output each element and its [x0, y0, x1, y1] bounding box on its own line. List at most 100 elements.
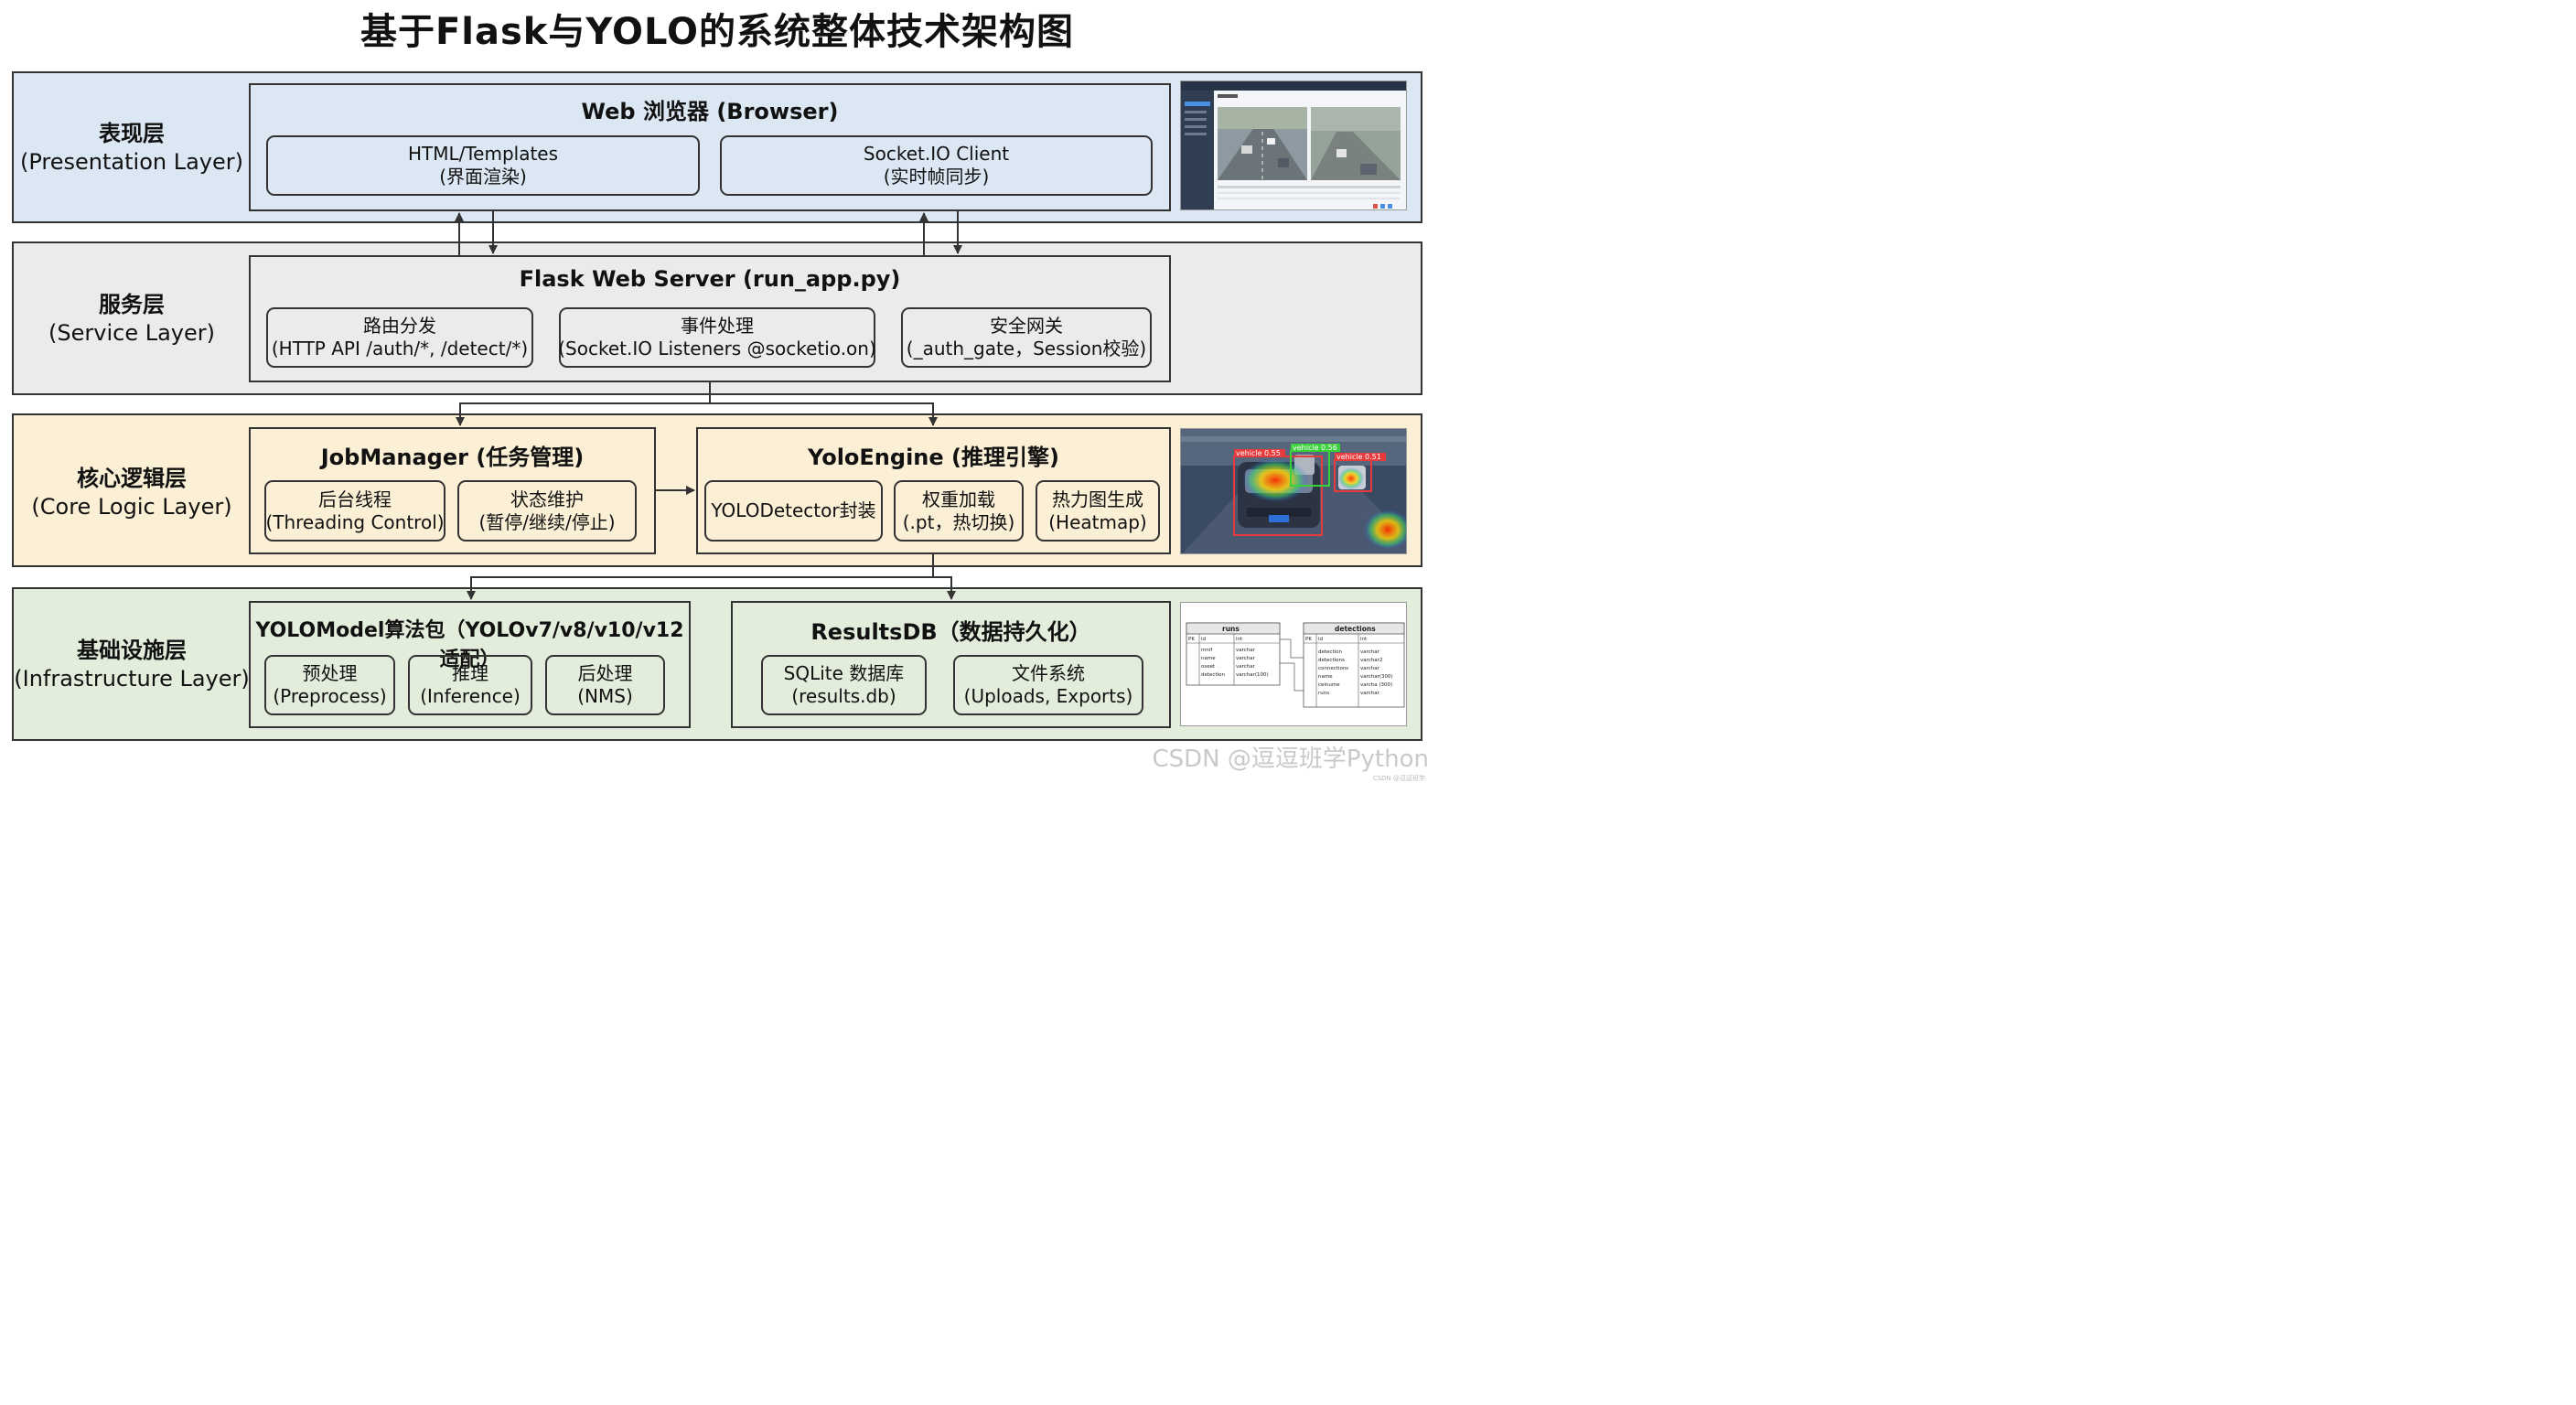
detections-row-4-field: name — [1318, 674, 1333, 680]
background-thread-box: 后台线程 (Threading Control) — [264, 480, 445, 542]
detections-row-4-type: varchar(300) — [1360, 674, 1393, 680]
runs-row-4-type: varchar(100) — [1236, 672, 1269, 678]
infrastructure-layer-zh: 基础设施层 — [77, 638, 187, 663]
jobmanager-title: JobManager (任务管理) — [320, 445, 585, 470]
inference-line1: 推理 — [452, 662, 488, 684]
runs-row-2-field: name — [1201, 656, 1216, 661]
security-gateway-line2: (_auth_gate，Session校验) — [906, 338, 1147, 359]
yoloengine-panel: YoloEngine (推理引擎) — [696, 427, 1171, 554]
inference-line2: (Inference) — [420, 685, 521, 707]
db-schema-image: runs PK id int mnif varchar name varchar… — [1186, 622, 1405, 708]
preprocess-line1: 预处理 — [302, 662, 358, 684]
file-system-box: 文件系统 (Uploads, Exports) — [953, 655, 1143, 715]
event-handling-line2: (Socket.IO Listeners @socketio.on) — [558, 338, 876, 359]
presentation-layer-en: (Presentation Layer) — [20, 149, 243, 175]
infrastructure-layer-label: 基础设施层 (Infrastructure Layer) — [14, 637, 250, 693]
detection-label-1: vehicle 0.55 — [1236, 449, 1281, 457]
inference-box: 推理 (Inference) — [408, 655, 532, 715]
weight-loading-line2: (.pt，热切换) — [902, 510, 1015, 533]
infrastructure-layer-en: (Infrastructure Layer) — [14, 666, 250, 692]
browser-title: Web 浏览器 (Browser) — [581, 99, 839, 124]
runs-row-3-field: oseet — [1201, 664, 1216, 670]
presentation-layer-zh: 表现层 — [99, 121, 165, 146]
background-thread-line2: (Threading Control) — [265, 510, 445, 533]
file-system-line1: 文件系统 — [1012, 662, 1085, 684]
arrow-server-to-jobmanager — [456, 382, 711, 426]
preprocess-line2: (Preprocess) — [273, 685, 387, 707]
weight-loading-box: 权重加载 (.pt，热切换) — [894, 480, 1024, 542]
state-maintenance-line1: 状态维护 — [510, 488, 584, 510]
yolodetector-line1: YOLODetector封装 — [711, 499, 876, 521]
runs-row-4-field: detection — [1201, 672, 1225, 678]
runs-row-1-field: mnif — [1201, 648, 1213, 653]
detections-row-2-field: detections — [1318, 658, 1345, 663]
detections-row-2-type: varchar2 — [1360, 658, 1382, 663]
runs-table-title: runs — [1222, 625, 1240, 633]
event-handling-box: 事件处理 (Socket.IO Listeners @socketio.on) — [558, 307, 876, 368]
flask-server-title: Flask Web Server (run_app.py) — [519, 266, 901, 292]
detections-row-6-type: varchar — [1360, 691, 1380, 696]
core-logic-layer-en: (Core Logic Layer) — [31, 494, 232, 520]
heatmap-generation-box: 热力图生成 (Heatmap) — [1036, 480, 1160, 542]
event-handling-line1: 事件处理 — [681, 315, 754, 337]
detections-row-6-field: runs — [1318, 691, 1329, 696]
detection-heatmap-thumbnail: vehicle 0.55 vehicle 0.56 vehicle 0.51 — [1180, 428, 1407, 554]
weight-loading-line1: 权重加载 — [922, 488, 995, 510]
resultsdb-title: ResultsDB（数据持久化） — [810, 619, 1091, 645]
runs-row-2-type: varchar — [1236, 656, 1256, 661]
flask-server-panel: Flask Web Server (run_app.py) — [249, 255, 1171, 382]
detections-row-5-type: varcha (300) — [1360, 682, 1392, 688]
runs-row-3-type: varchar — [1236, 664, 1256, 670]
preprocess-box: 预处理 (Preprocess) — [264, 655, 395, 715]
presentation-layer-label: 表现层 (Presentation Layer) — [14, 120, 250, 177]
security-gateway-box: 安全网关 (_auth_gate，Session校验) — [901, 307, 1152, 368]
detection-label-3: vehicle 0.51 — [1336, 453, 1381, 461]
heatmap-generation-line1: 热力图生成 — [1052, 488, 1143, 510]
runs-row-1-type: varchar — [1236, 648, 1256, 653]
html-templates-box: HTML/Templates (界面渲染) — [266, 135, 700, 196]
service-layer-en: (Service Layer) — [48, 320, 215, 346]
file-system-line2: (Uploads, Exports) — [963, 685, 1133, 707]
arrow-yoloengine-to-yolomodel — [467, 554, 934, 600]
service-layer-zh: 服务层 — [99, 292, 165, 317]
browser-panel: Web 浏览器 (Browser) — [249, 83, 1171, 211]
detections-row-5-field: ceinume — [1318, 682, 1340, 688]
state-maintenance-line2: (暂停/继续/停止) — [478, 510, 616, 533]
dashboard-screenshot-thumbnail — [1180, 80, 1407, 210]
detections-row-3-type: varchar — [1360, 666, 1380, 671]
postprocess-line2: (NMS) — [577, 685, 633, 707]
detections-row-0-key: PK — [1305, 637, 1312, 642]
heatmap-generation-line2: (Heatmap) — [1048, 510, 1147, 533]
yolodetector-box: YOLODetector封装 — [704, 480, 883, 542]
connector-arrows — [455, 211, 962, 600]
sqlite-line2: (results.db) — [791, 685, 896, 707]
postprocess-box: 后处理 (NMS) — [545, 655, 665, 715]
detections-row-0-field: id — [1318, 637, 1323, 642]
detection-label-2: vehicle 0.56 — [1293, 444, 1337, 452]
service-layer-label: 服务层 (Service Layer) — [14, 291, 250, 348]
core-logic-layer-zh: 核心逻辑层 — [77, 466, 187, 491]
detections-row-1-type: varchar — [1360, 649, 1380, 655]
background-thread-line1: 后台线程 — [318, 488, 392, 510]
jobmanager-panel: JobManager (任务管理) — [249, 427, 656, 554]
runs-row-0-field: id — [1201, 637, 1206, 642]
detections-row-1-field: detection — [1318, 649, 1342, 655]
detections-row-0-type: int — [1360, 637, 1368, 642]
socketio-client-line2: (实时帧同步) — [883, 166, 990, 188]
core-logic-layer-label: 核心逻辑层 (Core Logic Layer) — [14, 465, 250, 521]
html-templates-line1: HTML/Templates — [407, 143, 559, 165]
yoloengine-title: YoloEngine (推理引擎) — [808, 445, 1059, 470]
runs-row-0-key: PK — [1188, 637, 1195, 642]
detections-table-title: detections — [1335, 625, 1376, 633]
socketio-client-box: Socket.IO Client (实时帧同步) — [720, 135, 1153, 196]
socketio-client-line1: Socket.IO Client — [863, 143, 1010, 165]
sqlite-box: SQLite 数据库 (results.db) — [761, 655, 927, 715]
arrow-yoloengine-to-resultsdb — [933, 576, 956, 600]
db-schema-thumbnail: runs PK id int mnif varchar name varchar… — [1180, 602, 1407, 726]
routing-box: 路由分发 (HTTP API /auth/*, /detect/*) — [266, 307, 533, 368]
arrow-server-to-yoloengine — [710, 402, 938, 426]
watermark-small: CSDN @逗逗班学 — [1372, 775, 1425, 782]
routing-line2: (HTTP API /auth/*, /detect/*) — [271, 338, 529, 359]
sqlite-line1: SQLite 数据库 — [783, 662, 905, 684]
yolomodel-panel: YOLOModel算法包（YOLOv7/v8/v10/v12适配） — [249, 601, 691, 728]
